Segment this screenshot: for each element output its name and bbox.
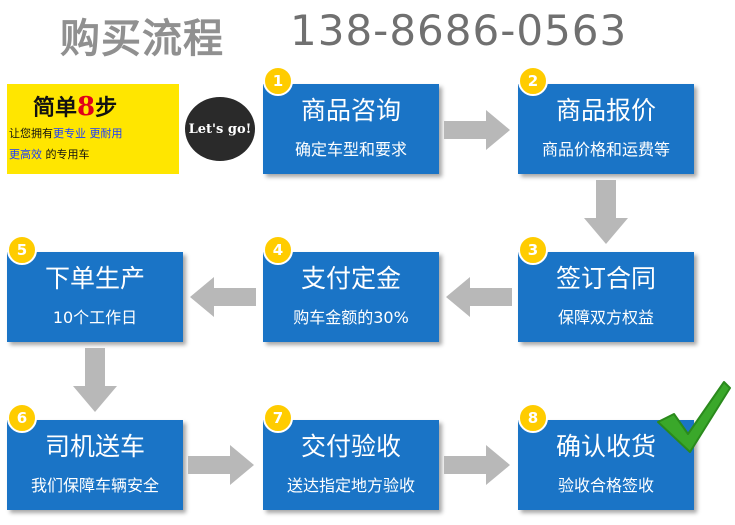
step-number-badge: 2: [518, 66, 548, 96]
step-number-badge: 3: [518, 235, 548, 265]
step-6: 司机送车 我们保障车辆安全: [7, 420, 183, 510]
green-checkmark-icon: [657, 381, 731, 453]
promo-line-2: 更高效 的专用车: [9, 146, 90, 162]
step-5: 下单生产 10个工作日: [7, 252, 183, 342]
step-subtitle: 商品价格和运费等: [541, 140, 670, 159]
step-title: 支付定金: [300, 264, 401, 293]
promo-line1-highlight: 更专业 更耐用: [53, 127, 123, 140]
step-subtitle: 购车金额的30%: [293, 308, 409, 327]
step-number-badge: 4: [263, 235, 293, 265]
step-subtitle: 保障双方权益: [557, 308, 654, 327]
phone-number: 138-8686-0563: [290, 6, 628, 55]
step-number-badge: 1: [263, 66, 293, 96]
promo-heading: 简单8步: [33, 90, 117, 122]
step-subtitle: 确定车型和要求: [294, 140, 407, 159]
step-title: 签订合同: [555, 264, 656, 293]
step-8: 确认收货 验收合格签收: [518, 420, 694, 510]
promo-line-1: 让您拥有更专业 更耐用: [9, 125, 123, 141]
arrow-right-icon: [444, 445, 510, 485]
promo-heading-number: 8: [77, 92, 96, 122]
promo-heading-suffix: 步: [95, 96, 118, 121]
page-title: 购买流程: [60, 16, 224, 62]
step-4: 支付定金 购车金额的30%: [263, 252, 439, 342]
promo-line2-suffix: 的专用车: [42, 148, 90, 161]
step-title: 交付验收: [300, 432, 401, 461]
arrow-right-icon: [444, 110, 510, 150]
arrow-left-icon: [446, 277, 512, 317]
step-number-badge: 6: [7, 403, 37, 433]
step-title: 确认收货: [555, 432, 656, 461]
promo-heading-prefix: 简单: [33, 96, 78, 121]
step-title: 司机送车: [44, 432, 145, 461]
lets-go-badge: Let's go!: [185, 97, 255, 161]
step-7: 交付验收 送达指定地方验收: [263, 420, 439, 510]
step-subtitle: 送达指定地方验收: [286, 476, 415, 495]
promo-banner: 简单8步 让您拥有更专业 更耐用 更高效 的专用车: [7, 84, 179, 174]
step-title: 商品报价: [555, 96, 656, 125]
step-subtitle: 10个工作日: [52, 308, 138, 327]
step-subtitle: 我们保障车辆安全: [30, 476, 159, 495]
step-title: 下单生产: [44, 264, 145, 293]
promo-line1-prefix: 让您拥有: [9, 127, 53, 140]
arrow-left-icon: [190, 277, 256, 317]
step-3: 签订合同 保障双方权益: [518, 252, 694, 342]
arrow-down-icon: [584, 180, 628, 244]
step-number-badge: 5: [7, 235, 37, 265]
step-1: 商品咨询 确定车型和要求: [263, 84, 439, 174]
step-number-badge: 7: [263, 403, 293, 433]
arrow-right-icon: [188, 445, 254, 485]
step-number-badge: 8: [518, 403, 548, 433]
promo-line2-highlight: 更高效: [9, 148, 42, 161]
arrow-down-icon: [73, 348, 117, 412]
step-subtitle: 验收合格签收: [557, 476, 654, 495]
step-2: 商品报价 商品价格和运费等: [518, 84, 694, 174]
step-title: 商品咨询: [300, 96, 401, 125]
